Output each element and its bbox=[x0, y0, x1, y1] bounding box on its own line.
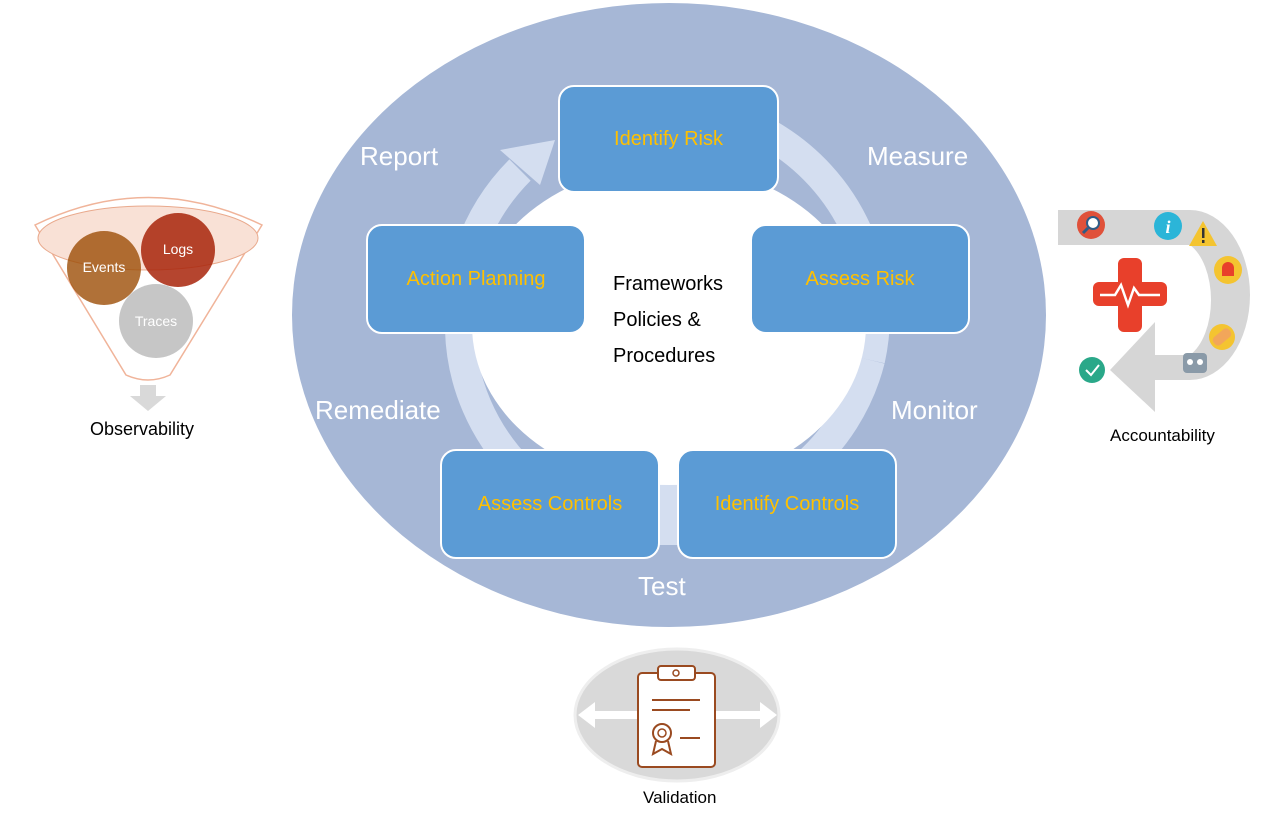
center-line-1: Frameworks bbox=[613, 273, 724, 295]
down-arrow-icon bbox=[130, 385, 166, 411]
phase-test: Test bbox=[638, 571, 686, 601]
phase-measure: Measure bbox=[867, 141, 969, 171]
step-identify-risk[interactable]: Identify Risk bbox=[558, 85, 779, 193]
phase-remediate: Remediate bbox=[315, 395, 441, 425]
health-cross-icon bbox=[1093, 258, 1167, 332]
check-icon bbox=[1079, 357, 1105, 383]
step-action-planning[interactable]: Action Planning bbox=[366, 224, 586, 334]
phase-monitor: Monitor bbox=[891, 395, 978, 425]
info-icon: i bbox=[1154, 212, 1182, 240]
step-assess-controls[interactable]: Assess Controls bbox=[440, 449, 660, 559]
robot-icon bbox=[1183, 353, 1207, 373]
events-label: Events bbox=[83, 259, 126, 275]
step-assess-risk-label: Assess Risk bbox=[805, 267, 915, 290]
step-identify-controls[interactable]: Identify Controls bbox=[677, 449, 897, 559]
certificate-clipboard-icon bbox=[637, 665, 716, 768]
observability-funnel: Events Logs Traces bbox=[33, 196, 264, 411]
traces-label: Traces bbox=[135, 313, 177, 329]
accountability-label: Accountability bbox=[1110, 426, 1215, 445]
events-circle bbox=[67, 231, 141, 305]
cycle-arrow-head bbox=[500, 140, 555, 185]
logs-circle bbox=[141, 213, 215, 287]
step-action-planning-label: Action Planning bbox=[406, 267, 546, 290]
center-frameworks-text: Frameworks Policies & Procedures bbox=[613, 266, 723, 374]
step-assess-controls-label: Assess Controls bbox=[477, 492, 623, 515]
accountability-graphic: i bbox=[1058, 210, 1250, 412]
logs-label: Logs bbox=[163, 241, 193, 257]
center-line-2: Policies & bbox=[613, 309, 701, 331]
validation-graphic bbox=[573, 647, 781, 783]
step-identify-controls-label: Identify Controls bbox=[714, 492, 860, 515]
warning-icon bbox=[1189, 221, 1217, 246]
svg-text:i: i bbox=[1165, 217, 1170, 237]
observability-label: Observability bbox=[90, 419, 195, 439]
validation-label: Validation bbox=[643, 788, 717, 807]
alarm-icon bbox=[1214, 256, 1242, 284]
step-identify-risk-label: Identify Risk bbox=[614, 127, 723, 150]
phase-report: Report bbox=[360, 141, 439, 171]
step-assess-risk[interactable]: Assess Risk bbox=[750, 224, 970, 334]
center-line-3: Procedures bbox=[613, 345, 716, 367]
traces-circle bbox=[119, 284, 193, 358]
bandage-icon bbox=[1209, 324, 1235, 350]
search-icon bbox=[1077, 211, 1105, 239]
